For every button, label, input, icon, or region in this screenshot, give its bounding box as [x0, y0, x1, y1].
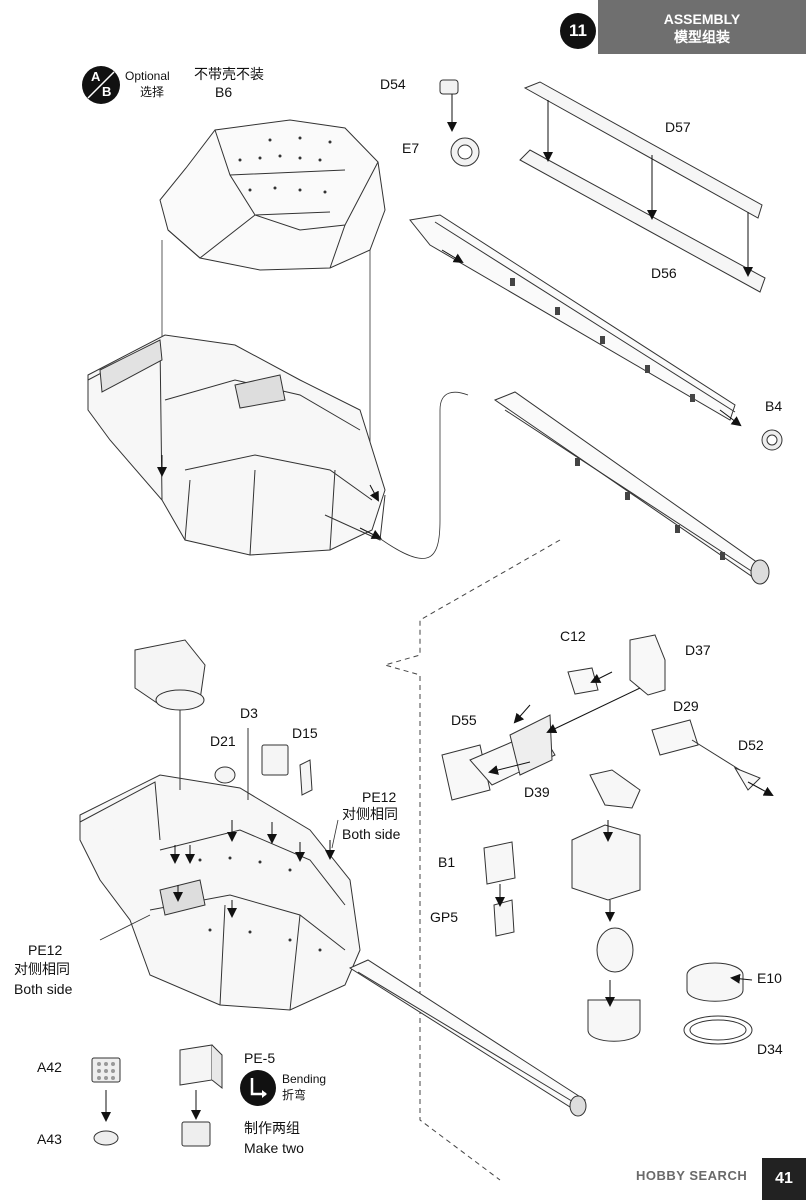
note-bending-cn: 折弯	[282, 1088, 307, 1102]
part-label-pe12-left: PE12	[28, 942, 63, 958]
page-number: 41	[762, 1158, 806, 1200]
optional-ab-icon: A B	[82, 66, 120, 104]
part-label-d56: D56	[651, 265, 677, 281]
part-label-d29: D29	[673, 698, 699, 714]
optional-label-cn: 选择	[140, 85, 165, 99]
bending-arrow-icon	[250, 1078, 267, 1098]
part-pe5-assembled	[181, 1121, 211, 1147]
turret-barrel	[348, 959, 587, 1117]
part-label-e10: E10	[757, 970, 782, 986]
note-make-two-en: Make two	[244, 1140, 304, 1156]
ab-icon-a: A	[91, 69, 101, 84]
part-label-pe12-right: PE12	[362, 789, 397, 805]
part-e7	[450, 137, 480, 167]
assembly-arrows-top	[157, 455, 382, 539]
arrows-barrel	[441, 249, 742, 427]
part-d57	[519, 81, 766, 293]
assembly-header-bar	[598, 0, 806, 54]
leader-pe12-left	[99, 914, 151, 941]
part-label-d21: D21	[210, 733, 236, 749]
part-label-gp5: GP5	[430, 909, 459, 925]
detail-arrows	[488, 671, 774, 796]
ab-split-icon	[87, 71, 115, 99]
optional-label-en: Optional	[125, 69, 170, 83]
step-number-badge: 11	[560, 13, 596, 49]
part-label-c12: C12	[560, 628, 586, 644]
part-label-d37: D37	[685, 642, 711, 658]
part-b4	[761, 429, 783, 451]
leader-pe12-right	[331, 819, 339, 849]
turret-top-parts	[134, 639, 313, 800]
part-label-d57: D57	[665, 119, 691, 135]
detail-periscope-arrows	[603, 820, 615, 1007]
part-label-b6: B6	[215, 84, 233, 100]
part-label-d34: D34	[757, 1041, 783, 1057]
detail-sight-assembly	[441, 634, 761, 801]
detail-region-border	[383, 539, 561, 1181]
ab-icon-b: B	[102, 84, 112, 99]
part-label-d15: D15	[292, 725, 318, 741]
part-label-pe5: PE-5	[244, 1050, 276, 1066]
turret-shell-b6	[159, 119, 386, 271]
part-a43	[93, 1130, 119, 1146]
header-title-cn: 模型组装	[674, 29, 730, 45]
bending-icon	[240, 1070, 276, 1106]
part-d54	[439, 79, 459, 95]
part-label-a43: A43	[37, 1131, 62, 1147]
part-label-b1: B1	[438, 854, 456, 870]
detail-e10-d34	[683, 962, 753, 1045]
note-both-side-cn-left: 对侧相同	[14, 961, 70, 977]
hull-upper	[87, 334, 386, 556]
part-label-d54: D54	[380, 76, 406, 92]
part-label-d39: D39	[524, 784, 550, 800]
leader-hose-top	[374, 391, 469, 559]
note-both-side-en-right: Both side	[342, 826, 401, 842]
assembly-header-title: ASSEMBLY 模型组装	[598, 10, 806, 46]
part-label-e7: E7	[402, 140, 420, 156]
turret-completed	[79, 774, 361, 1011]
part-label-a42: A42	[37, 1059, 62, 1075]
barrel-lower	[493, 391, 770, 585]
part-label-d52: D52	[738, 737, 764, 753]
arrows-d57	[543, 100, 753, 277]
watermark-text: HOBBY SEARCH	[636, 1168, 748, 1183]
part-label-b4: B4	[765, 398, 783, 414]
part-label-d55: D55	[451, 712, 477, 728]
part-a42	[91, 1057, 121, 1083]
detail-periscope	[571, 769, 641, 1042]
optional-note-cn: 不带壳不装	[194, 66, 264, 82]
part-pe5	[179, 1044, 223, 1090]
note-bending-en: Bending	[282, 1072, 327, 1086]
note-both-side-en-left: Both side	[14, 981, 73, 997]
note-make-two-cn: 制作两组	[244, 1120, 300, 1136]
arrow-e10	[730, 973, 753, 984]
part-label-d3: D3	[240, 705, 258, 721]
note-both-side-cn-right: 对侧相同	[342, 806, 398, 822]
turret-arrows	[170, 820, 335, 918]
barrel-upper	[409, 214, 736, 421]
detail-b1-gp5	[483, 841, 516, 937]
header-title-en: ASSEMBLY	[663, 11, 741, 27]
